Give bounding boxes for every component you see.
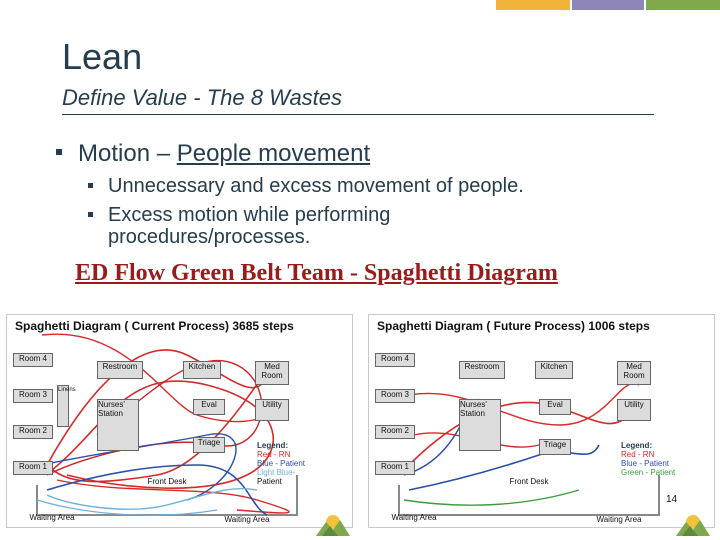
sub-bullet-1-text: Unnecessary and excess movement of peopl… (108, 175, 524, 197)
room-1: Room 1 (375, 461, 415, 475)
main-bullet-underlined: People movement (176, 140, 371, 167)
accent-bar-green (646, 0, 720, 10)
room-1: Room 1 (13, 461, 53, 475)
nurses-station: Nurses' Station (97, 399, 139, 451)
legend-item-patient: Blue - Patient (257, 459, 306, 468)
room-2: Room 2 (375, 425, 415, 439)
eval: Eval (539, 399, 571, 415)
front-desk: Front Desk (147, 477, 187, 486)
spaghetti-paths-future (398, 382, 660, 516)
restroom: Restroom (97, 361, 143, 379)
sub-bullet-1: Unnecessary and excess movement of peopl… (88, 175, 524, 197)
title-divider (62, 114, 654, 115)
legend-item-green: Green - Patient (621, 468, 676, 477)
sub-bullet-2-text: Excess motion while performing (108, 204, 391, 226)
main-bullet: Motion – People movement (56, 140, 371, 168)
room-3: Room 3 (375, 389, 415, 403)
legend-title: Legend: (257, 441, 289, 450)
utility: Utility (255, 399, 289, 421)
main-bullet-prefix: Motion – (78, 140, 177, 167)
legend-item-rn: Red - RN (621, 450, 655, 459)
room-3: Room 3 (13, 389, 53, 403)
waiting-area-left: Waiting Area (391, 513, 437, 522)
legend-item-patient-2: Patient (257, 477, 282, 486)
room-4: Room 4 (13, 353, 53, 367)
sub-bullet-marker (88, 212, 93, 217)
spaghetti-diagram-current: Spaghetti Diagram ( Current Process) 368… (6, 314, 353, 528)
legend-future: Legend: Red - RN Blue - Patient Green - … (621, 441, 675, 477)
room-4: Room 4 (375, 353, 415, 367)
med-room: Med Room (255, 361, 289, 385)
linens: Linens (57, 385, 76, 427)
nurses-station: Nurses' Station (459, 399, 501, 451)
mountain-logo-icon (676, 515, 710, 536)
sub-bullet-marker (88, 183, 93, 188)
legend-title: Legend: (621, 441, 653, 450)
restroom: Restroom (459, 361, 505, 379)
mountain-logo-icon (316, 515, 350, 536)
legend-current: Legend: Red - RN Blue - Patient Light Bl… (257, 441, 305, 486)
legend-item-patient: Blue - Patient (621, 459, 670, 468)
diagram-title: Spaghetti Diagram ( Current Process) 368… (15, 319, 294, 333)
front-desk: Front Desk (509, 477, 549, 486)
diagram-heading: ED Flow Green Belt Team - Spaghetti Diag… (75, 260, 558, 286)
waiting-area-left: Waiting Area (29, 513, 75, 522)
kitchen: Kitchen (535, 361, 573, 379)
bullet-marker (56, 149, 62, 155)
accent-bar-purple (572, 0, 644, 10)
kitchen: Kitchen (183, 361, 221, 379)
slide-subtitle: Define Value - The 8 Wastes (62, 85, 343, 110)
legend-item-light-blue: Light Blue- (257, 468, 296, 477)
room-2: Room 2 (13, 425, 53, 439)
triage: Triage (193, 437, 225, 453)
page-number: 14 (666, 494, 678, 505)
legend-item-rn: Red - RN (257, 450, 291, 459)
eval: Eval (193, 399, 225, 415)
utility: Utility (617, 399, 651, 421)
waiting-area-right: Waiting Area (596, 515, 642, 524)
waiting-area-right: Waiting Area (224, 515, 270, 524)
slide-title: Lean (62, 36, 143, 77)
triage: Triage (539, 439, 571, 455)
diagram-title: Spaghetti Diagram ( Future Process) 1006… (377, 319, 650, 333)
sub-bullet-2-text-cont: procedures/processes. (108, 226, 311, 248)
sub-bullet-2: Excess motion while performing procedure… (88, 204, 391, 248)
med-room: Med Room (617, 361, 651, 385)
accent-bar-orange (496, 0, 570, 10)
spaghetti-diagram-future: Spaghetti Diagram ( Future Process) 1006… (368, 314, 715, 528)
